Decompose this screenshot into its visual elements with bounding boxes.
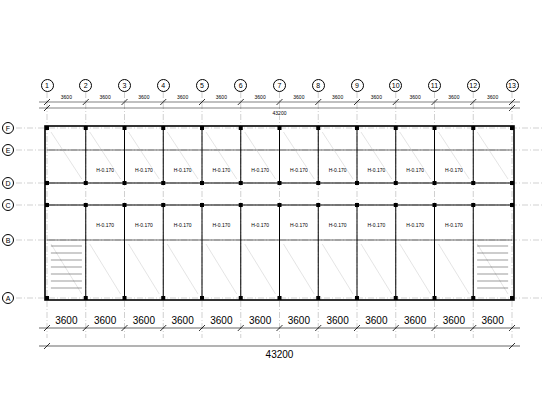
dimension-text: 3600 bbox=[215, 95, 228, 100]
axis-label: C bbox=[5, 202, 10, 209]
dimension-text: 43200 bbox=[272, 111, 288, 116]
dimension-text: 3600 bbox=[292, 95, 305, 100]
dimension-text: 3600 bbox=[326, 316, 350, 326]
dimension-text: 3600 bbox=[370, 95, 383, 100]
axis-bubble: A bbox=[2, 292, 14, 304]
dimension-text: 3600 bbox=[409, 95, 422, 100]
axis-bubble: B bbox=[2, 234, 14, 246]
dimension-text: 3600 bbox=[132, 316, 156, 326]
axis-label: 1 bbox=[45, 82, 49, 89]
elevation-mark: H-0.170 bbox=[328, 168, 348, 173]
axis-bubble: 1 bbox=[41, 79, 54, 92]
elevation-mark: H-0.170 bbox=[289, 223, 309, 228]
elevation-mark: H-0.170 bbox=[211, 223, 231, 228]
axis-label: D bbox=[5, 180, 10, 187]
dimension-text: 3600 bbox=[137, 95, 150, 100]
dimension-text: 3600 bbox=[486, 95, 499, 100]
axis-bubble: D bbox=[2, 177, 14, 189]
elevation-mark: H-0.170 bbox=[250, 223, 270, 228]
axis-bubble: E bbox=[2, 144, 14, 156]
dimension-text: 3600 bbox=[287, 316, 311, 326]
dimension-text: 3600 bbox=[442, 316, 466, 326]
elevation-mark: H-0.170 bbox=[366, 168, 386, 173]
elevation-mark: H-0.170 bbox=[405, 168, 425, 173]
dimension-text: 3600 bbox=[99, 95, 112, 100]
axis-label: E bbox=[6, 147, 11, 154]
axis-bubble: 4 bbox=[157, 79, 170, 92]
axis-bubble: 12 bbox=[467, 79, 480, 92]
elevation-mark: H-0.170 bbox=[211, 168, 231, 173]
elevation-mark: H-0.170 bbox=[250, 168, 270, 173]
axis-label: F bbox=[6, 125, 10, 132]
dimension-text: 3600 bbox=[54, 316, 78, 326]
dimension-text: 43200 bbox=[265, 350, 295, 360]
elevation-mark: H-0.170 bbox=[134, 223, 154, 228]
elevation-mark: H-0.170 bbox=[289, 168, 309, 173]
axis-bubble: 5 bbox=[196, 79, 209, 92]
axis-label: 6 bbox=[239, 82, 243, 89]
axis-label: A bbox=[6, 295, 11, 302]
axis-bubble: 10 bbox=[389, 79, 402, 92]
axis-label: 9 bbox=[355, 82, 359, 89]
dimension-text: 3600 bbox=[93, 316, 117, 326]
axis-bubble: 3 bbox=[118, 79, 131, 92]
dimension-text: 3600 bbox=[254, 95, 267, 100]
dimension-text: 3600 bbox=[403, 316, 427, 326]
axis-label: 2 bbox=[84, 82, 88, 89]
axis-bubble: 6 bbox=[234, 79, 247, 92]
elevation-mark: H-0.170 bbox=[173, 223, 193, 228]
elevation-mark: H-0.170 bbox=[444, 223, 464, 228]
dimension-text: 3600 bbox=[60, 95, 73, 100]
dimension-text: 3600 bbox=[364, 316, 388, 326]
axis-bubble: 9 bbox=[351, 79, 364, 92]
axis-label: 10 bbox=[392, 82, 400, 89]
elevation-mark: H-0.170 bbox=[366, 223, 386, 228]
dimension-text: 3600 bbox=[171, 316, 195, 326]
dimension-text: 3600 bbox=[331, 95, 344, 100]
axis-bubble: 13 bbox=[506, 79, 519, 92]
elevation-mark: H-0.170 bbox=[405, 223, 425, 228]
axis-label: 12 bbox=[469, 82, 477, 89]
elevation-mark: H-0.170 bbox=[134, 168, 154, 173]
axis-bubble: 11 bbox=[428, 79, 441, 92]
elevation-mark: H-0.170 bbox=[95, 223, 115, 228]
elevation-mark: H-0.170 bbox=[444, 168, 464, 173]
dimension-text: 3600 bbox=[176, 95, 189, 100]
axis-bubble: 7 bbox=[273, 79, 286, 92]
axis-bubble: 2 bbox=[79, 79, 92, 92]
dimension-text: 3600 bbox=[209, 316, 233, 326]
elevation-mark: H-0.170 bbox=[328, 223, 348, 228]
axis-label: 5 bbox=[200, 82, 204, 89]
axis-label: B bbox=[6, 237, 11, 244]
axis-label: 11 bbox=[431, 82, 438, 89]
axis-label: 7 bbox=[278, 82, 282, 89]
axis-bubble: C bbox=[2, 199, 14, 211]
axis-bubble: 8 bbox=[312, 79, 325, 92]
dimension-text: 3600 bbox=[248, 316, 272, 326]
elevation-mark: H-0.170 bbox=[95, 168, 115, 173]
dimension-text: 3600 bbox=[481, 316, 505, 326]
axis-bubble: F bbox=[2, 122, 14, 134]
axis-label: 3 bbox=[123, 82, 127, 89]
axis-label: 8 bbox=[316, 82, 320, 89]
axis-label: 4 bbox=[161, 82, 165, 89]
dimension-text: 3600 bbox=[447, 95, 460, 100]
axis-label: 13 bbox=[508, 82, 516, 89]
elevation-mark: H-0.170 bbox=[173, 168, 193, 173]
